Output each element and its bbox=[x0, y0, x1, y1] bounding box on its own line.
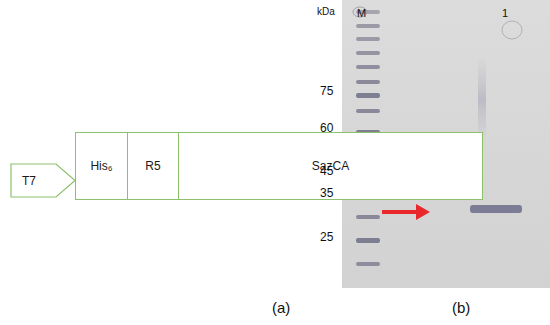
node-text: His₆ bbox=[90, 159, 112, 173]
node-text: T7 bbox=[22, 174, 36, 188]
red-arrow bbox=[382, 204, 430, 220]
promoter-arrow: T7 bbox=[10, 163, 76, 198]
peptide-box: R5 bbox=[127, 132, 179, 200]
marker-size: 45 bbox=[320, 165, 333, 177]
lane-label: 1 bbox=[502, 8, 508, 19]
arrow-outline bbox=[10, 163, 76, 198]
unit-label: kDa bbox=[317, 7, 335, 17]
lane-label: M bbox=[357, 8, 366, 19]
tag-box: His₆ bbox=[75, 132, 128, 200]
marker-size: 75 bbox=[320, 85, 333, 97]
protein-band bbox=[470, 205, 522, 213]
panel-label: (a) bbox=[272, 300, 290, 315]
marker-size: 35 bbox=[320, 187, 333, 199]
marker-size: 60 bbox=[320, 122, 333, 134]
marker-size: 25 bbox=[320, 231, 333, 243]
node-text: R5 bbox=[145, 159, 160, 173]
panel-label: (b) bbox=[452, 300, 470, 315]
gel-bubble bbox=[502, 21, 522, 39]
